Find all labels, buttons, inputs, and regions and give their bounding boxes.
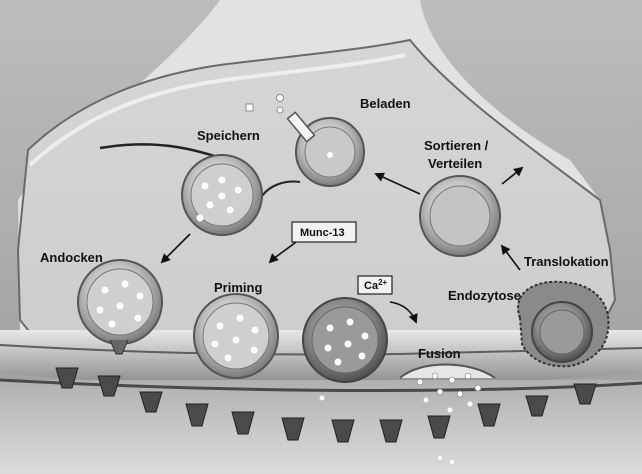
- label-priming: Priming: [214, 280, 262, 295]
- calcium-box: Ca2+: [358, 276, 392, 294]
- vesicle-fusion-ready: [303, 298, 387, 382]
- postsynaptic-region: [0, 380, 642, 474]
- label-sortieren-line2: Verteilen: [428, 156, 482, 171]
- label-munc13: Munc-13: [300, 227, 345, 239]
- label-calcium-charge: 2+: [378, 278, 387, 287]
- label-sortieren-line1: Sortieren /: [424, 138, 489, 153]
- vesicle-priming: [194, 294, 278, 378]
- vesicle-storage: [182, 155, 262, 235]
- vesicle-endocytosis: [518, 282, 608, 367]
- label-beladen: Beladen: [360, 96, 411, 111]
- label-translokation: Translokation: [524, 254, 609, 269]
- munc13-box: Munc-13: [292, 222, 356, 242]
- label-andocken: Andocken: [40, 250, 103, 265]
- label-speichern: Speichern: [197, 128, 260, 143]
- vesicle-sorting: [420, 176, 500, 256]
- label-endozytose: Endozytose: [448, 288, 521, 303]
- label-fusion: Fusion: [418, 346, 461, 361]
- label-calcium: Ca: [364, 280, 379, 292]
